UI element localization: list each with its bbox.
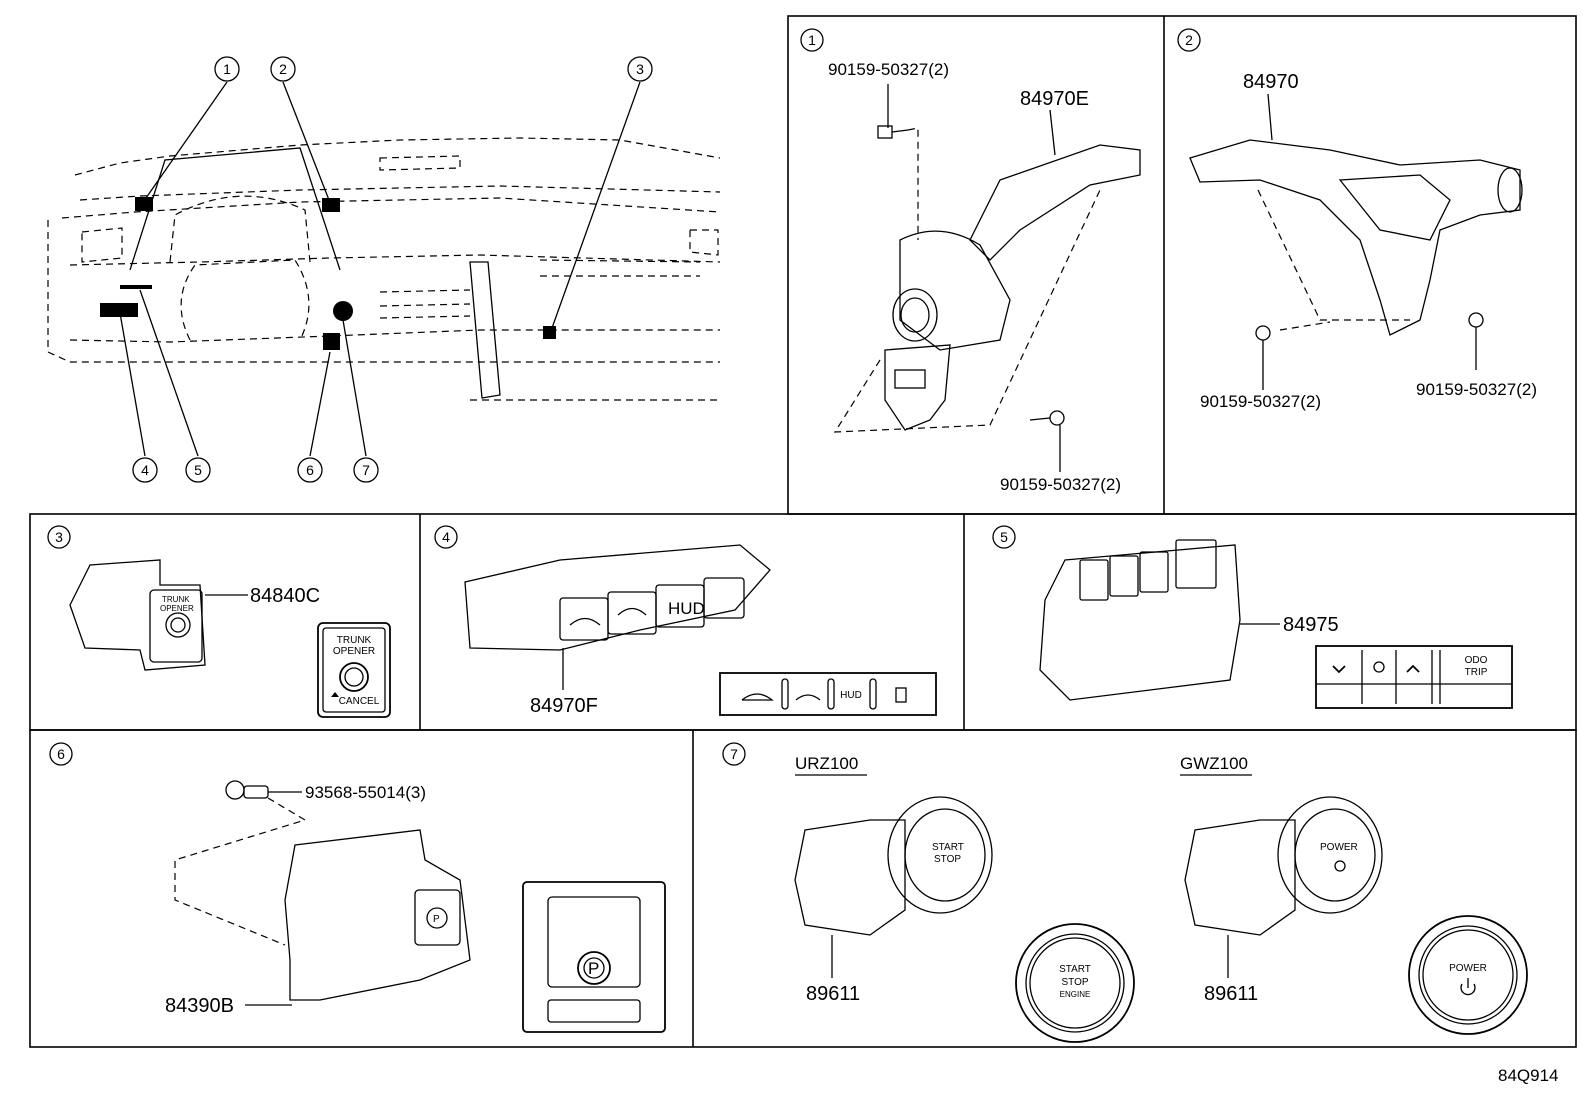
callout-2: 2 bbox=[279, 61, 287, 77]
part-89611-b: 89611 bbox=[1204, 983, 1258, 1005]
figure-code: 84Q914 bbox=[1498, 1066, 1559, 1085]
model-urz100: URZ100 bbox=[795, 754, 858, 773]
trunk-opener-cancel: CANCEL bbox=[339, 696, 380, 707]
svg-text:HUD: HUD bbox=[668, 599, 705, 618]
panel-7: 7 URZ100 GWZ100 START STOP 89611 START S… bbox=[722, 742, 1528, 1043]
panel-5-number: 5 bbox=[1000, 529, 1008, 545]
panel-2-number: 2 bbox=[1185, 32, 1193, 48]
svg-text:POWER: POWER bbox=[1320, 842, 1358, 853]
panel-3-part-label: 84840C bbox=[250, 585, 320, 607]
start-stop-button bbox=[1015, 923, 1135, 1043]
panel-2-bolt-right-label: 90159-50327(2) bbox=[1416, 380, 1537, 399]
panel-3-number: 3 bbox=[55, 529, 63, 545]
panel-5: 5 84975 ODO TRIP bbox=[992, 525, 1513, 709]
svg-text:STOP: STOP bbox=[934, 854, 961, 865]
stop-label: STOP bbox=[1061, 977, 1088, 988]
callout-5: 5 bbox=[194, 462, 202, 478]
trunk-opener-line1: TRUNK bbox=[337, 635, 372, 646]
panel-1-bolt-top-label: 90159-50327(2) bbox=[828, 60, 949, 79]
panel-6-bolt-label: 93568-55014(3) bbox=[305, 783, 426, 802]
panel-4-part-label: 84970F bbox=[530, 695, 598, 717]
panel-4: 4 HUD 84970F HUD bbox=[434, 525, 937, 717]
panel-1-bolt-bottom-label: 90159-50327(2) bbox=[1000, 475, 1121, 494]
panel-1-number: 1 bbox=[808, 32, 816, 48]
trunk-opener-switch bbox=[317, 622, 391, 718]
panel-1-part-label: 84970E bbox=[1020, 88, 1089, 110]
panel-1: 1 90159-50327(2) 84970E 90159-50327(2) bbox=[800, 28, 1141, 494]
engine-label: ENGINE bbox=[1060, 990, 1091, 999]
panel-5-part-label: 84975 bbox=[1283, 614, 1339, 636]
svg-text:TRUNK: TRUNK bbox=[162, 595, 190, 604]
panel-2: 2 84970 90159-50327(2) 90159-50327(2) bbox=[1177, 28, 1537, 411]
odo-button-panel bbox=[1315, 645, 1513, 709]
odo-label: ODO bbox=[1465, 655, 1488, 666]
power-button bbox=[1408, 915, 1528, 1035]
panel-2-part-label: 84970 bbox=[1243, 71, 1299, 93]
panel-2-bolt-left-label: 90159-50327(2) bbox=[1200, 392, 1321, 411]
svg-text:P: P bbox=[588, 959, 599, 978]
callout-4: 4 bbox=[141, 462, 149, 478]
svg-text:OPENER: OPENER bbox=[160, 604, 194, 613]
model-gwz100: GWZ100 bbox=[1180, 754, 1248, 773]
callout-1: 1 bbox=[223, 61, 231, 77]
panel-6: 6 93568-55014(3) P 84390B P bbox=[49, 742, 666, 1033]
panel-6-number: 6 bbox=[57, 746, 65, 762]
callout-6: 6 bbox=[306, 462, 314, 478]
switch-strip bbox=[719, 672, 937, 716]
part-89611-a: 89611 bbox=[806, 983, 860, 1005]
panel-4-number: 4 bbox=[442, 529, 450, 545]
callout-7: 7 bbox=[362, 462, 370, 478]
hud-label: HUD bbox=[840, 690, 862, 701]
panel-7-number: 7 bbox=[730, 746, 738, 762]
dashboard-overview bbox=[47, 81, 721, 457]
trunk-opener-line2: OPENER bbox=[333, 646, 375, 657]
power-label: POWER bbox=[1449, 963, 1487, 974]
svg-text:START: START bbox=[932, 842, 964, 853]
callout-3: 3 bbox=[636, 61, 644, 77]
panel-frames bbox=[29, 15, 1577, 1048]
overview-callouts: 1 2 3 4 5 6 7 bbox=[132, 56, 653, 483]
trip-label: TRIP bbox=[1465, 667, 1488, 678]
start-label: START bbox=[1059, 964, 1091, 975]
panel-6-part-label: 84390B bbox=[165, 995, 234, 1017]
panel-3: 3 TRUNK OPENER 84840C TRUNK OPENER CANCE… bbox=[47, 525, 391, 718]
svg-text:P: P bbox=[433, 914, 440, 925]
parking-brake-switch bbox=[522, 881, 666, 1033]
